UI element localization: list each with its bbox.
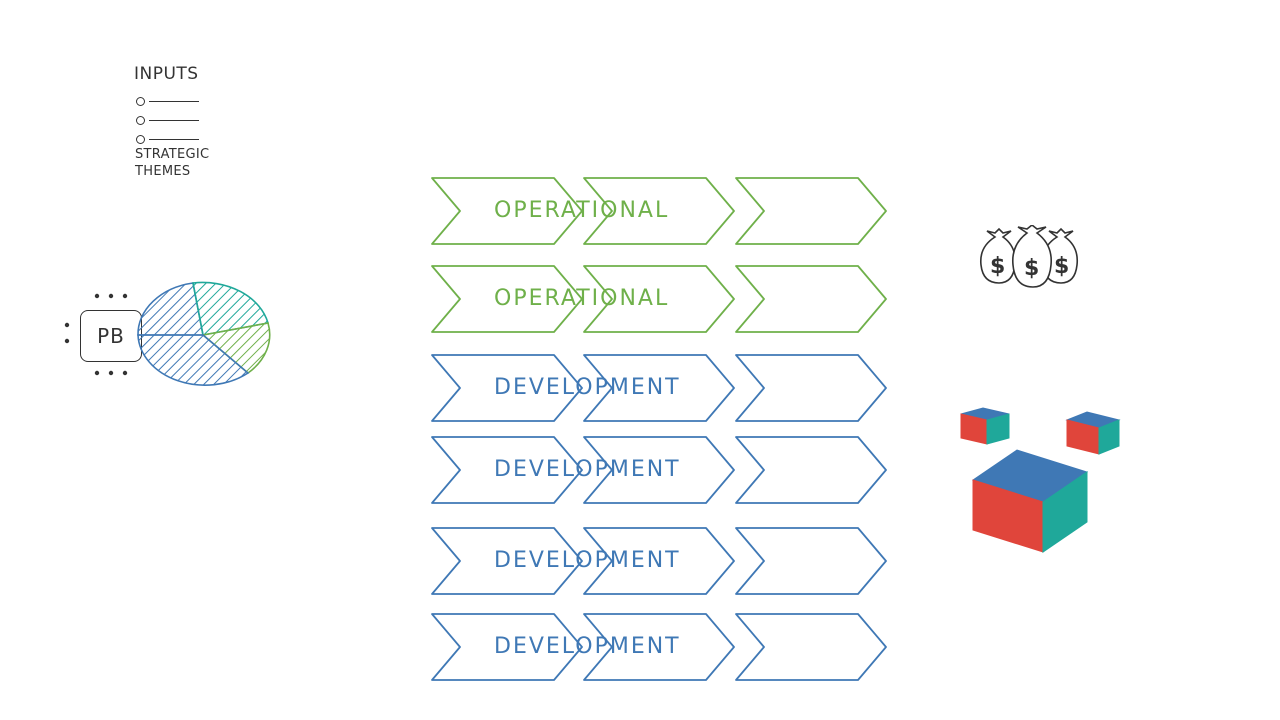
- stream-chevron: [735, 354, 887, 422]
- value-stream-label: DEVELOPMENT: [494, 457, 681, 482]
- stream-chevron: [583, 527, 735, 595]
- value-stream-label: DEVELOPMENT: [494, 548, 681, 573]
- stream-chevron: [735, 527, 887, 595]
- svg-text:$: $: [1054, 254, 1069, 279]
- value-stream-label: OPERATIONAL: [494, 198, 670, 223]
- stream-chevron: [735, 177, 887, 245]
- stream-chevron: [431, 265, 583, 333]
- stream-chevron: [735, 265, 887, 333]
- svg-text:$: $: [990, 254, 1005, 279]
- stream-chevron: [583, 354, 735, 422]
- stream-chevron: [583, 436, 735, 504]
- stream-chevron: [431, 613, 583, 681]
- input-bullet: [136, 133, 199, 145]
- value-stream-label: OPERATIONAL: [494, 286, 670, 311]
- strategic-themes-line2: THEMES: [135, 164, 191, 179]
- stream-chevron: [735, 613, 887, 681]
- stream-chevron: [431, 177, 583, 245]
- stream-chevron: [583, 177, 735, 245]
- money-bags-icon: $ $ $: [979, 225, 1079, 288]
- value-stream-label: DEVELOPMENT: [494, 634, 681, 659]
- cubes-icon: [960, 407, 1121, 553]
- stream-chevron: [431, 436, 583, 504]
- stream-chevron: [431, 354, 583, 422]
- pb-label: PB: [97, 324, 125, 348]
- stream-chevron: [431, 527, 583, 595]
- input-bullet: [136, 95, 199, 107]
- portfolio-backlog-box: PB: [80, 310, 142, 362]
- strategic-themes-label: STRATEGIC THEMES: [135, 146, 209, 180]
- value-stream-label: DEVELOPMENT: [494, 375, 681, 400]
- stream-chevron: [583, 265, 735, 333]
- stream-chevron: [583, 613, 735, 681]
- stream-chevron: [735, 436, 887, 504]
- strategic-themes-line1: STRATEGIC: [135, 147, 210, 162]
- inputs-panel: INPUTS STRATEGIC THEMES: [130, 62, 260, 187]
- svg-text:$: $: [1024, 256, 1039, 281]
- small-cube: [960, 407, 1010, 445]
- small-cube: [1065, 411, 1121, 455]
- pb-dots-decoration: [64, 293, 128, 376]
- inputs-title: INPUTS: [134, 64, 199, 84]
- large-cube: [971, 449, 1089, 553]
- input-bullet: [136, 114, 199, 126]
- pie-chart-icon: [137, 281, 271, 386]
